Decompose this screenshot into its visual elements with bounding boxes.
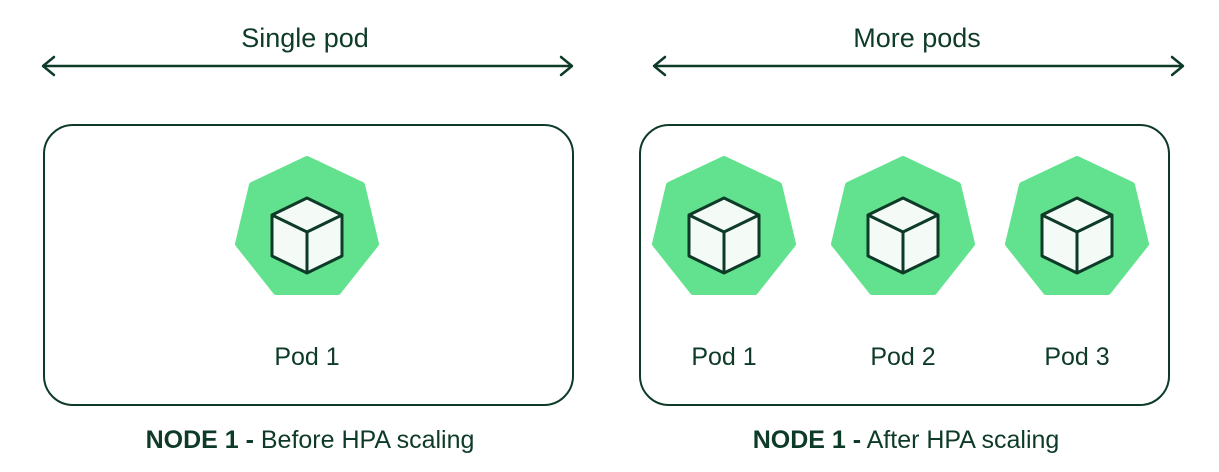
caption-after: NODE 1 - After HPA scaling xyxy=(656,426,1156,455)
caption-node-label: NODE 1 - xyxy=(145,426,254,454)
caption-before: NODE 1 - Before HPA scaling xyxy=(60,426,560,455)
kubernetes-pod-cube-icon xyxy=(1005,156,1149,295)
pod-after-2: Pod 2 xyxy=(830,155,976,385)
right-double-arrow-icon xyxy=(652,55,1185,77)
left-arrow-label: Single pod xyxy=(241,23,369,53)
kubernetes-pod-cube-icon xyxy=(831,156,975,295)
caption-description: Before HPA scaling xyxy=(260,426,475,454)
pod-after-1: Pod 1 xyxy=(651,155,797,385)
caption-node-label: NODE 1 - xyxy=(752,426,862,454)
pod-after-3: Pod 3 xyxy=(1004,155,1150,385)
pod-label: Pod 1 xyxy=(691,343,757,371)
left-double-arrow-icon xyxy=(41,55,574,77)
kubernetes-pod-cube-icon xyxy=(235,156,379,295)
pod-label: Pod 2 xyxy=(870,343,936,371)
pod-before-1: Pod 1 xyxy=(234,155,380,385)
pod-label: Pod 1 xyxy=(274,343,340,371)
kubernetes-pod-cube-icon xyxy=(652,156,796,295)
right-arrow-label: More pods xyxy=(853,23,981,53)
caption-description: After HPA scaling xyxy=(866,426,1060,454)
pod-label: Pod 3 xyxy=(1044,343,1110,371)
